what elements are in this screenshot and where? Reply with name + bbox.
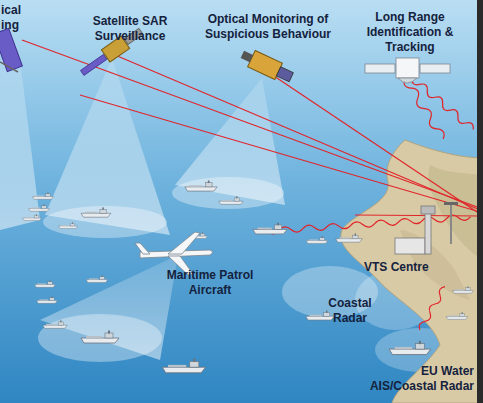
aircraft-label: Maritime Patrol Aircraft — [165, 268, 255, 298]
partial-label: ing — [1, 18, 41, 33]
satellite-label: Long Range Identification & Tracking — [350, 10, 470, 55]
satellite-label: Optical Monitoring of Suspicious Behavio… — [200, 12, 336, 42]
partial-label: ical — [1, 3, 41, 18]
station-label: VTS Centre — [364, 260, 444, 275]
radar-label: Coastal Radar — [320, 296, 380, 326]
coverage-label: EU Water AIS/Coastal Radar — [356, 364, 474, 394]
satellite-label: Satellite SAR Surveillance — [80, 14, 180, 44]
